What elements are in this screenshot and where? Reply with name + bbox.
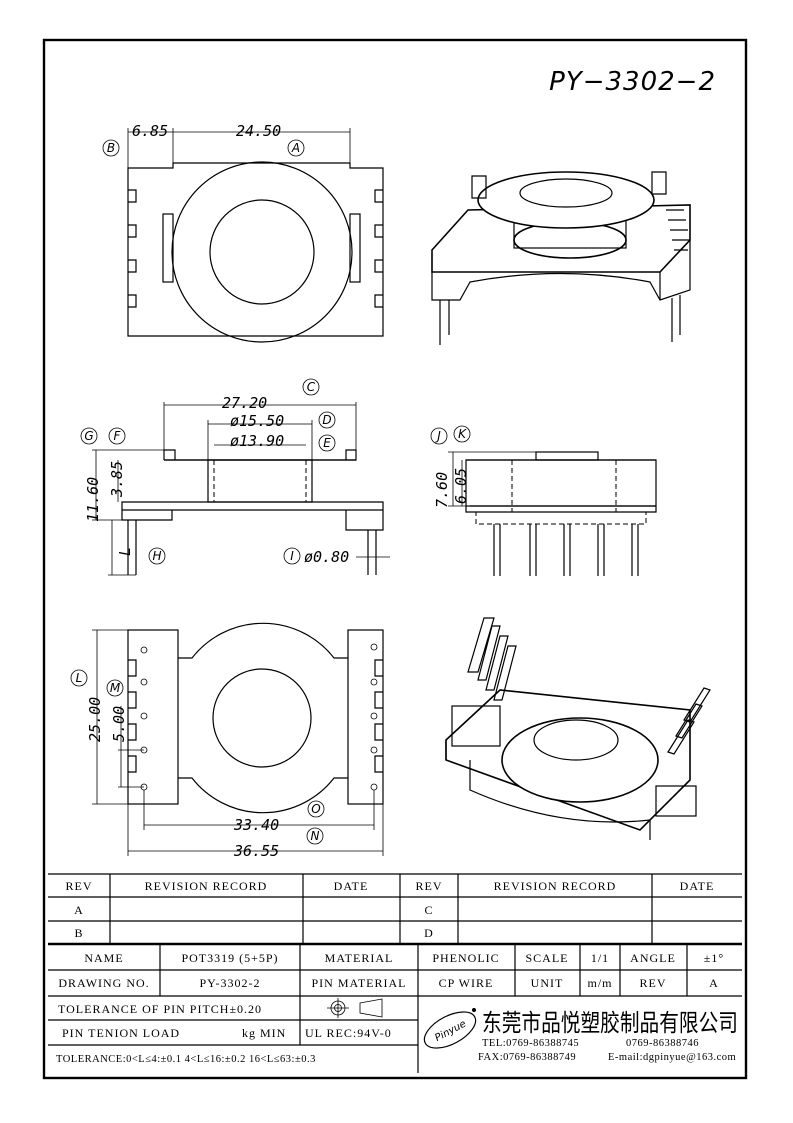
dim-h-label: L: [116, 547, 134, 556]
material-label: MATERIAL: [325, 951, 394, 965]
drawing-title: PY−3302−2: [549, 67, 716, 97]
marker-e: E: [323, 436, 331, 450]
revision-record-header-2: REVISION RECORD: [494, 879, 617, 893]
rev-header-2: REV: [416, 879, 443, 893]
dim-k-label: 6.05: [452, 468, 470, 504]
pinyue-logo: Pinyue: [423, 1008, 477, 1049]
tolerance-pitch: TOLERANCE OF PIN PITCH±0.20: [58, 1002, 262, 1016]
pin-load-unit: kg MIN: [242, 1026, 286, 1040]
logo-text: Pinyue: [433, 1019, 468, 1044]
marker-k: K: [458, 427, 467, 441]
isometric-view-top: [431, 171, 691, 345]
dim-i-label: ø0.80: [304, 548, 349, 566]
revision-table: REV REVISION RECORD DATE REV REVISION RE…: [48, 873, 742, 946]
dim-j-label: 7.60: [433, 472, 451, 508]
company-email: E-mail:dgpinyue@163.com: [608, 1052, 736, 1063]
pin-material-value: CP WIRE: [439, 976, 494, 990]
company-tel-2: 0769-86388746: [626, 1038, 699, 1049]
rev-cell-d: D: [424, 926, 434, 940]
pin-load-label: PIN TENION LOAD: [62, 1026, 180, 1040]
angle-label: ANGLE: [630, 951, 676, 965]
unit-value: m/m: [587, 976, 612, 990]
ul-rec: UL REC:94V-0: [305, 1026, 392, 1040]
dim-g-label: 11.60: [84, 477, 102, 522]
dim-a-label: 24.50: [236, 122, 281, 140]
date-header-1: DATE: [334, 879, 369, 893]
bottom-view: 25.00 L 5.00 M 33.40 O 36.55 N: [70, 622, 384, 860]
isometric-view-bottom: [445, 617, 711, 840]
marker-g: G: [84, 429, 93, 443]
company-name: 东莞市品悦塑胶制品有限公司: [482, 1009, 738, 1037]
rev-cell-b: B: [74, 926, 83, 940]
dim-o-label: 33.40: [233, 816, 279, 834]
marker-m: M: [110, 681, 121, 695]
side-view: 27.20 C ø15.50 D ø13.90 E G F 11.60 3.85…: [80, 378, 390, 576]
pin-material-label: PIN MATERIAL: [312, 976, 407, 990]
sheet-border: [42, 38, 748, 1080]
marker-f: F: [114, 429, 122, 443]
rev-header-1: REV: [66, 879, 93, 893]
top-view: 6.85 24.50 B A: [102, 122, 384, 343]
company-tel: TEL:0769-86388745: [482, 1038, 579, 1049]
marker-b: B: [107, 141, 115, 155]
scale-label: SCALE: [525, 951, 568, 965]
dim-l-label: 25.00: [86, 697, 104, 742]
dim-m-label: 5.00: [110, 706, 128, 742]
dim-d-label: ø15.50: [230, 412, 284, 430]
rev-cell-a: A: [74, 903, 84, 917]
material-value: PHENOLIC: [432, 951, 499, 965]
unit-label: UNIT: [531, 976, 564, 990]
rev-label: REV: [640, 976, 667, 990]
rev-value: A: [709, 976, 719, 990]
drawing-no-label: DRAWING NO.: [58, 976, 149, 990]
scale-value: 1/1: [591, 951, 609, 965]
marker-d: D: [322, 413, 331, 427]
marker-n: N: [311, 829, 320, 843]
tolerance-line: TOLERANCE:0<L≤4:±0.1 4<L≤16:±0.2 16<L≤63…: [56, 1054, 316, 1065]
end-view: J K 7.60 6.05: [430, 425, 657, 576]
dim-n-label: 36.55: [233, 842, 279, 860]
info-block: NAME POT3319 (5+5P) MATERIAL PHENOLIC SC…: [48, 944, 742, 1073]
marker-a: A: [291, 141, 300, 155]
name-value: POT3319 (5+5P): [181, 951, 278, 965]
drawing-no-value: PY-3302-2: [199, 976, 260, 990]
rev-cell-c: C: [424, 903, 433, 917]
dim-b-label: 6.85: [132, 122, 168, 140]
marker-h: H: [152, 549, 161, 563]
angle-value: ±1°: [704, 951, 724, 965]
marker-i: I: [290, 549, 294, 563]
marker-c: C: [307, 380, 316, 394]
projection-symbol-icon: [327, 998, 383, 1018]
marker-o: O: [311, 802, 320, 816]
revision-record-header-1: REVISION RECORD: [145, 879, 268, 893]
company-fax: FAX:0769-86388749: [478, 1052, 576, 1063]
marker-j: J: [435, 429, 441, 443]
dim-c-label: 27.20: [222, 394, 267, 412]
name-label: NAME: [84, 951, 123, 965]
marker-l: L: [76, 671, 83, 685]
date-header-2: DATE: [680, 879, 715, 893]
dim-e-label: ø13.90: [230, 432, 284, 450]
dim-f-label: 3.85: [108, 461, 126, 498]
